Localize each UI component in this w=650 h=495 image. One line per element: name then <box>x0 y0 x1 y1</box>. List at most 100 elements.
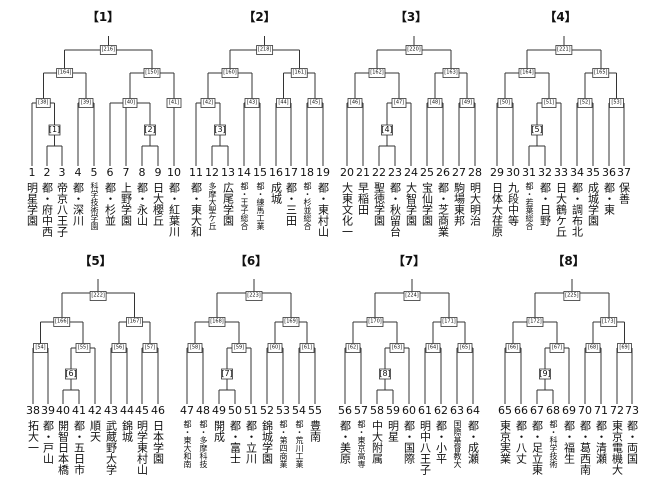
team-number: 35 <box>586 166 600 179</box>
team-name: 中大附属 <box>370 420 384 464</box>
team-number: 51 <box>244 404 258 417</box>
block-title: 【1】 <box>86 10 120 24</box>
final-label-box <box>405 45 423 55</box>
team-number: 40 <box>56 404 70 417</box>
team-name: 東京電機大 <box>610 420 624 475</box>
semifinal-label: [150] <box>145 69 159 76</box>
team-number: 6 <box>106 166 114 179</box>
team-number: 61 <box>418 404 432 417</box>
team-name: 都・調布北 <box>570 182 584 237</box>
team-number: 52 <box>260 404 274 417</box>
team-number: 53 <box>276 404 290 417</box>
team-number: 13 <box>221 166 235 179</box>
team-name: 科学技術学園 <box>90 182 99 230</box>
semifinal-label: [162] <box>370 69 384 76</box>
semifinal-label: [161] <box>292 69 306 76</box>
group-label-box <box>585 343 601 353</box>
team-number: 44 <box>120 404 134 417</box>
group-label: [41] <box>168 99 180 106</box>
team-number: 33 <box>554 166 568 179</box>
group-label: [61] <box>301 344 313 351</box>
team-name: 豊南 <box>308 420 322 442</box>
group-label-box <box>299 343 315 353</box>
seed-match-label: [6] <box>65 369 77 378</box>
team-number: 28 <box>468 166 482 179</box>
final-label: [221] <box>557 46 571 53</box>
semifinal-label-box <box>368 68 386 78</box>
team-name: 明大明治 <box>468 182 482 226</box>
group-label-box <box>391 98 407 108</box>
team-name: 都・福生 <box>562 420 576 464</box>
team-name: 都・府中西 <box>40 182 54 237</box>
team-name: 都・杉並 <box>103 182 117 226</box>
team-number: 46 <box>151 404 165 417</box>
group-label: [68] <box>587 344 599 351</box>
block-title: 【4】 <box>544 10 577 24</box>
block-title: 【2】 <box>243 10 276 24</box>
semifinal-label: [164] <box>520 69 534 76</box>
team-number: 3 <box>58 166 66 179</box>
group-label-box <box>459 98 475 108</box>
semifinal-label-box <box>221 68 239 78</box>
team-name: 都・科学技術 <box>549 420 558 468</box>
final-label-box <box>563 291 581 301</box>
team-name: 都・若葉総合 <box>525 182 534 230</box>
team-number: 70 <box>578 404 592 417</box>
team-name: 都・練馬工業 <box>256 182 265 230</box>
group-label-box <box>427 98 443 108</box>
team-number: 17 <box>284 166 298 179</box>
final-label: [222] <box>91 292 105 299</box>
group-label: [53] <box>611 99 622 106</box>
team-number: 73 <box>625 404 639 417</box>
team-name: 駒場東邦 <box>452 182 466 226</box>
team-name: 都・両国 <box>625 420 639 464</box>
team-name: 日大櫻丘 <box>151 182 165 226</box>
team-number: 42 <box>88 404 102 417</box>
group-label: [69] <box>619 344 630 351</box>
semifinal-label-box <box>440 317 458 327</box>
team-number: 38 <box>26 404 40 417</box>
team-name: 都・富士 <box>228 420 242 464</box>
team-name: 都・王子総合 <box>240 182 249 230</box>
team-name: 都・八丈 <box>514 420 528 464</box>
team-number: 39 <box>41 404 55 417</box>
final-label-box <box>403 291 421 301</box>
team-name: 大智学園 <box>404 182 418 226</box>
group-label-box <box>617 343 632 353</box>
team-name: 都・東 <box>602 182 616 215</box>
seed-match-label: [4] <box>381 125 393 134</box>
team-name: 日体大荏原 <box>490 182 504 237</box>
semifinal-label-box <box>600 317 618 327</box>
group-label: [44] <box>278 99 289 106</box>
team-name: 宝仙学園 <box>420 182 434 226</box>
team-number: 67 <box>530 404 544 417</box>
semifinal-label-box <box>290 68 308 78</box>
group-label: [65] <box>459 344 471 351</box>
team-number: 5 <box>90 166 98 179</box>
team-number: 59 <box>386 404 400 417</box>
group-label-box <box>457 343 473 353</box>
final-label: [218] <box>257 46 272 53</box>
group-label-box <box>187 343 203 353</box>
team-name: 都・紅葉川 <box>167 182 181 237</box>
team-number: 63 <box>450 404 464 417</box>
team-number: 65 <box>498 404 512 417</box>
semifinal-label: [172] <box>528 318 542 325</box>
seed-match-label: [5] <box>531 125 543 134</box>
group-label: [45] <box>309 99 321 106</box>
team-number: 69 <box>562 404 576 417</box>
team-name: 順天 <box>88 420 102 442</box>
seed-match-label: [7] <box>221 369 233 378</box>
group-label-box <box>577 98 593 108</box>
team-number: 19 <box>316 166 330 179</box>
team-number: 22 <box>372 166 386 179</box>
team-name: 武蔵野大学 <box>104 420 118 475</box>
group-label-box <box>166 98 182 108</box>
team-number: 21 <box>356 166 370 179</box>
team-name: 多摩大聖ケ丘 <box>208 182 217 230</box>
team-name: 開智日本橋 <box>56 420 70 475</box>
semifinal-label-box <box>366 317 384 327</box>
team-name: 都・東村山 <box>316 182 330 237</box>
group-label: [64] <box>427 344 439 351</box>
group-label-box <box>425 343 441 353</box>
